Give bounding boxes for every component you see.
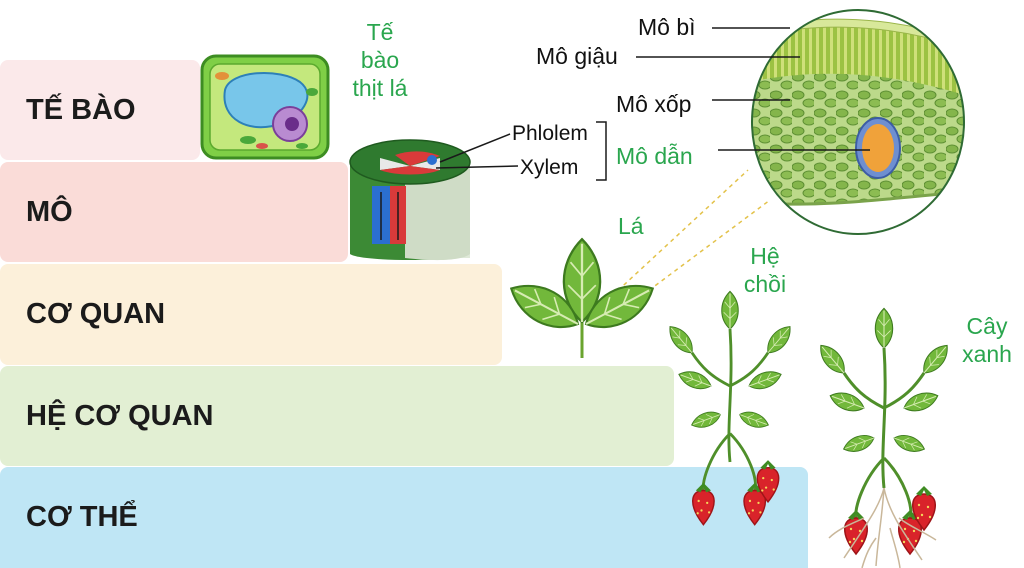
level-label: CƠ QUAN xyxy=(26,298,166,330)
level-label: MÔ xyxy=(26,195,73,228)
leaf-label: Lá xyxy=(618,213,644,239)
level-co-the: CƠ THỂ xyxy=(0,467,808,568)
spongy-label: Mô xốp xyxy=(616,91,692,117)
xylem-label: Xylem xyxy=(520,156,579,179)
whole-plant-image xyxy=(815,308,953,568)
shoot-system-image xyxy=(664,291,795,524)
epidermis-label: Mô bì xyxy=(638,14,696,40)
leaf-cross-section-image xyxy=(751,9,965,235)
shoot-label: Hệ chồi xyxy=(743,243,787,297)
palisade-label: Mô giậu xyxy=(536,43,618,69)
vascular-label: Mô dẫn xyxy=(616,143,693,169)
level-label: HỆ CƠ QUAN xyxy=(26,399,214,432)
level-label: CƠ THỂ xyxy=(26,501,138,533)
level-he-co-quan: HỆ CƠ QUAN xyxy=(0,366,674,466)
leader-lines xyxy=(435,27,870,181)
plant-cell-image xyxy=(200,54,330,160)
level-mo: MÔ xyxy=(0,162,348,262)
level-co-quan: CƠ QUAN xyxy=(0,264,502,365)
vascular-tissue-image xyxy=(349,139,471,261)
plant-label: Cây xanh xyxy=(962,313,1012,367)
level-label: TẾ BÀO xyxy=(26,93,136,126)
phloem-label: Phlolem xyxy=(512,122,588,145)
zoom-lines xyxy=(611,169,771,301)
leaf-image xyxy=(502,238,662,358)
level-te-bao: TẾ BÀO xyxy=(0,60,200,160)
cell-label: Tế bào thịt lá xyxy=(352,19,408,101)
